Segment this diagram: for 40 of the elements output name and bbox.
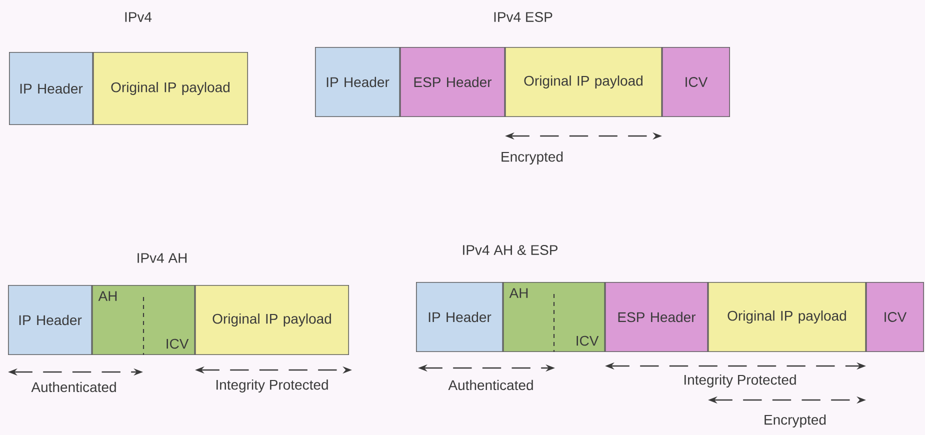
section-title: IPv4: [125, 12, 152, 22]
field-label: Original IP payload: [212, 313, 331, 327]
field-label: AH: [98, 291, 117, 301]
field-label: ICV: [166, 338, 189, 349]
field-label: Original IP payload: [524, 75, 642, 89]
field-label: Original IP payload: [111, 82, 230, 96]
field-label: IP Header: [20, 83, 83, 94]
field-label: IP Header: [326, 76, 390, 88]
header-field: [93, 52, 248, 125]
span-label: Encrypted: [502, 151, 563, 165]
header-field: [605, 282, 708, 352]
header-field: [708, 282, 866, 352]
field-label: ESP Header: [618, 312, 696, 322]
header-field: [662, 47, 730, 117]
header-field: [195, 285, 349, 355]
header-field: [315, 47, 400, 117]
span-label: Encrypted: [764, 414, 826, 428]
field-label: ICV: [686, 77, 708, 87]
section-title: IPv4 AH & ESP: [463, 245, 558, 255]
span-label: Integrity Protected: [216, 379, 328, 393]
header-field: [505, 47, 662, 117]
field-label: ICV: [576, 336, 599, 346]
header-field: [400, 47, 505, 117]
field-label: IP Header: [428, 312, 492, 322]
span-label: Integrity Protected: [684, 374, 796, 388]
field-label: ESP Header: [414, 76, 492, 88]
header-field: [92, 285, 196, 355]
header-field: [866, 282, 924, 352]
header-field: [503, 282, 605, 352]
span-label: Authenticated: [448, 380, 533, 390]
field-label: ICV: [884, 312, 907, 322]
section-title: IPv4 ESP: [494, 12, 552, 22]
section-title: IPv4 AH: [138, 253, 187, 263]
field-label: Original IP payload: [728, 310, 846, 324]
header-field: [8, 285, 92, 355]
field-label: IP Header: [19, 314, 82, 326]
field-label: AH: [509, 288, 528, 298]
header-field: [416, 282, 503, 352]
span-label: Authenticated: [31, 382, 116, 392]
header-field: [9, 52, 93, 125]
